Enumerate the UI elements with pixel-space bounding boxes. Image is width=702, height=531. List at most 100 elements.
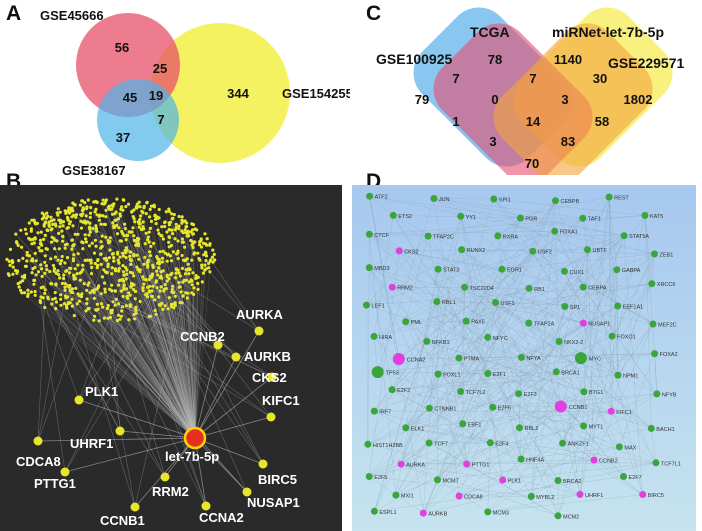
target-node [63, 282, 67, 286]
target-node [204, 267, 208, 271]
target-node [169, 302, 173, 306]
tf-edge [367, 249, 462, 445]
tf-node [364, 440, 372, 448]
cloud-edge [75, 234, 196, 439]
target-node [105, 306, 109, 311]
target-node [160, 301, 164, 305]
gene-label-ccnb2: CCNB2 [180, 329, 225, 344]
tf-edge [401, 459, 595, 465]
target-node [153, 308, 157, 313]
cloud-edge [28, 293, 196, 439]
target-node [43, 260, 47, 264]
target-node [148, 314, 153, 318]
tf-node [607, 407, 615, 415]
tf-node-label: E2F1 [493, 372, 506, 378]
target-node [67, 271, 71, 275]
target-node [180, 215, 184, 219]
tf-edge [518, 357, 582, 394]
target-node [149, 204, 154, 208]
tf-edge [367, 444, 581, 495]
tf-edge [610, 269, 618, 412]
gene-target-edge [78, 277, 161, 401]
tf-edge [519, 427, 559, 516]
tf-edge [377, 198, 435, 373]
cloud-edge [95, 246, 196, 439]
cloud-edge [67, 285, 196, 439]
tf-edge [369, 196, 400, 360]
cloud-edge [194, 259, 212, 439]
tf-edge [608, 196, 619, 376]
cloud-edge [82, 269, 196, 439]
target-node [33, 290, 37, 294]
cloud-edge [73, 278, 196, 439]
tf-edge [373, 336, 430, 409]
cloud-edge [67, 217, 196, 439]
venn-c-count: 70 [525, 156, 539, 171]
tf-edge [564, 271, 654, 325]
cloud-edge [160, 235, 196, 439]
target-node [158, 289, 162, 293]
tf-node-label: RBL1 [442, 300, 456, 306]
tf-edge [532, 250, 654, 325]
target-node [189, 278, 193, 282]
target-node [205, 237, 209, 241]
cloud-edge [132, 216, 196, 439]
tf-edge [619, 353, 655, 447]
cloud-edge [47, 249, 196, 439]
tf-node [423, 337, 431, 345]
target-node [90, 265, 94, 269]
cloud-edge [51, 241, 196, 439]
tf-node-label: PTTG1 [472, 463, 490, 469]
cloud-edge [86, 298, 196, 439]
cloud-edge [31, 260, 196, 439]
cloud-edge [182, 221, 196, 439]
target-node [43, 254, 47, 258]
target-node [185, 221, 189, 225]
cloud-edge [156, 256, 196, 439]
target-node [124, 265, 128, 270]
target-node [100, 275, 104, 279]
target-node [150, 289, 154, 293]
tf-edge [369, 425, 584, 477]
target-node [198, 240, 202, 244]
tf-node [370, 407, 378, 415]
tf-edge [366, 305, 369, 445]
venn-c-count: 30 [593, 71, 607, 86]
target-node [7, 273, 11, 277]
target-node [178, 285, 182, 289]
target-node [180, 229, 184, 233]
tf-edge [392, 286, 561, 407]
tf-node [653, 390, 661, 398]
cloud-edge [120, 209, 196, 439]
target-node [125, 268, 129, 272]
network-b: AURKA CCNB2 AURKB CKS2 KIFC1 PLK1 UHRF1 … [0, 185, 342, 531]
target-node [202, 253, 206, 257]
tf-edge [460, 302, 496, 392]
target-node [121, 294, 125, 299]
target-node [132, 274, 136, 278]
target-node [106, 262, 110, 266]
target-node [106, 303, 110, 308]
target-node [28, 237, 32, 241]
target-node [68, 284, 72, 288]
target-node [111, 221, 115, 225]
target-node [154, 222, 158, 226]
target-node [99, 302, 103, 306]
tf-edge [518, 341, 560, 394]
cloud-edge [72, 305, 196, 439]
tf-edge [495, 302, 522, 460]
tf-edge [391, 389, 491, 444]
gene-target-edge [114, 213, 272, 418]
target-node [76, 252, 80, 256]
tf-node [555, 338, 563, 345]
tf-edge [464, 235, 499, 288]
cloud-edge [22, 280, 196, 439]
tf-edge [395, 322, 584, 496]
target-node [192, 286, 196, 290]
target-node [107, 256, 111, 260]
tf-edge [487, 494, 643, 513]
venn-a-label-gse38167: GSE38167 [62, 163, 126, 175]
target-node [92, 251, 97, 255]
cloud-edge [178, 226, 196, 439]
